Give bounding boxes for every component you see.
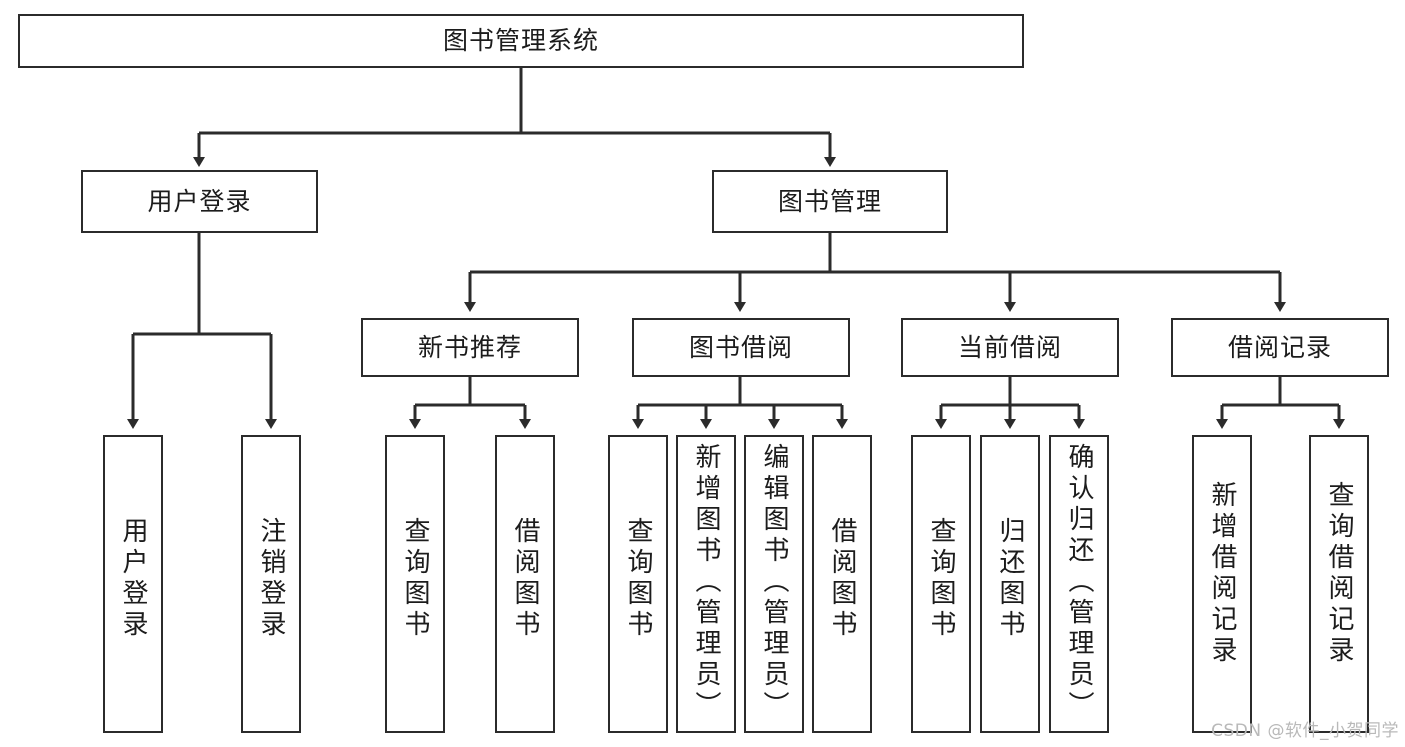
- leaf-label: 新增借阅记录: [1207, 481, 1237, 667]
- node-user-login[interactable]: 用户登录: [81, 170, 318, 233]
- node-borrow-record[interactable]: 借阅记录: [1171, 318, 1389, 377]
- edges-currentborrow-to-leaves: [935, 377, 1085, 429]
- watermark-text: CSDN @软件_小贺同学: [1211, 721, 1399, 741]
- node-label: 新书推荐: [417, 332, 522, 362]
- edges-bookmanagement-to-level3: [464, 233, 1286, 312]
- leaf-query-book-2[interactable]: 查询图书: [608, 435, 668, 733]
- leaf-user-login[interactable]: 用户登录: [103, 435, 163, 733]
- edges-root-to-level2: [193, 68, 836, 167]
- leaf-label: 注销登录: [256, 517, 286, 641]
- edges-borrowrecord-to-leaves: [1216, 377, 1345, 429]
- leaf-query-book-1[interactable]: 查询图书: [385, 435, 445, 733]
- node-root-system[interactable]: 图书管理系统: [18, 14, 1024, 68]
- leaf-label: 归还图书: [995, 517, 1025, 641]
- node-label: 图书管理系统: [442, 26, 599, 56]
- node-new-book-recommend[interactable]: 新书推荐: [361, 318, 579, 377]
- leaf-borrow-book-2[interactable]: 借阅图书: [812, 435, 872, 733]
- leaf-label: 用户登录: [118, 517, 148, 641]
- node-book-management[interactable]: 图书管理: [712, 170, 948, 233]
- leaf-edit-book-admin[interactable]: 编辑图书（管理员）: [744, 435, 804, 733]
- leaf-label: 借阅图书: [510, 517, 540, 641]
- leaf-label: 查询图书: [926, 517, 956, 641]
- leaf-label: 编辑图书（管理员）: [759, 443, 789, 722]
- leaf-label: 新增图书（管理员）: [691, 443, 721, 722]
- leaf-confirm-return-admin[interactable]: 确认归还（管理员）: [1049, 435, 1109, 733]
- edges-userlogin-to-leaves: [127, 233, 277, 429]
- node-label: 图书借阅: [688, 332, 793, 362]
- leaf-query-borrow-record[interactable]: 查询借阅记录: [1309, 435, 1369, 733]
- node-label: 当前借阅: [957, 332, 1062, 362]
- node-label: 用户登录: [147, 186, 252, 216]
- leaf-add-book-admin[interactable]: 新增图书（管理员）: [676, 435, 736, 733]
- leaf-logout-login[interactable]: 注销登录: [241, 435, 301, 733]
- leaf-label: 查询借阅记录: [1324, 481, 1354, 667]
- edges-newbook-to-leaves: [409, 377, 531, 429]
- leaf-return-book[interactable]: 归还图书: [980, 435, 1040, 733]
- edges-bookborrow-to-leaves: [632, 377, 848, 429]
- leaf-borrow-book-1[interactable]: 借阅图书: [495, 435, 555, 733]
- leaf-label: 查询图书: [400, 517, 430, 641]
- leaf-label: 确认归还（管理员）: [1064, 443, 1094, 722]
- leaf-label: 查询图书: [623, 517, 653, 641]
- node-label: 借阅记录: [1227, 332, 1332, 362]
- node-current-borrow[interactable]: 当前借阅: [901, 318, 1119, 377]
- leaf-label: 借阅图书: [827, 517, 857, 641]
- leaf-query-book-3[interactable]: 查询图书: [911, 435, 971, 733]
- node-book-borrow[interactable]: 图书借阅: [632, 318, 850, 377]
- node-label: 图书管理: [777, 186, 882, 216]
- leaf-add-borrow-record[interactable]: 新增借阅记录: [1192, 435, 1252, 733]
